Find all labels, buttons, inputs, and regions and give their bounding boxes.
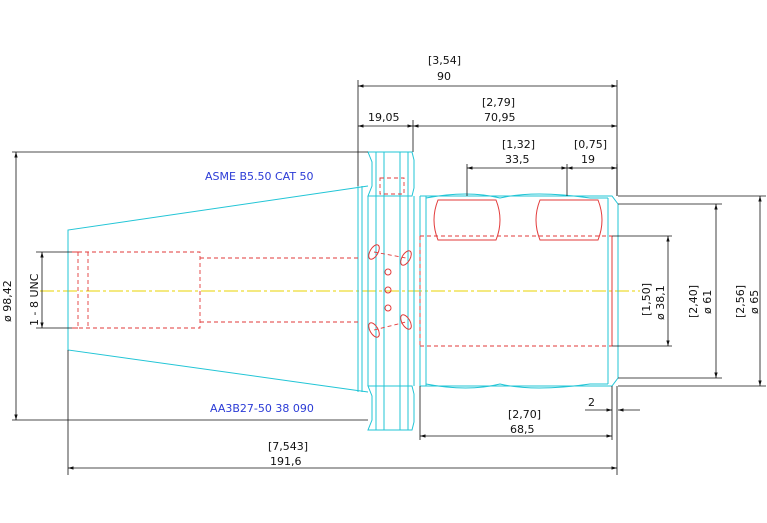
gauge-len-in: [3,54] (428, 54, 461, 67)
groove-w-mm: 19 (581, 153, 595, 166)
bore-len-in: [2,70] (508, 408, 541, 421)
body-dia-mm: ø 61 (701, 290, 714, 314)
taper-cone (67, 185, 369, 393)
flange-dia: ø 98,42 (1, 280, 14, 322)
holder-body (420, 193, 619, 389)
groove-w-in: [0,75] (574, 138, 607, 151)
body-len-mm: 70,95 (484, 111, 516, 124)
overall-len-mm: 191,6 (270, 455, 302, 468)
nose-dia-in: [2,56] (734, 285, 747, 318)
extension-lines (12, 80, 766, 475)
bore-len-mm: 68,5 (510, 423, 535, 436)
nose-dia-mm: ø 65 (748, 290, 761, 314)
body-dia-in: [2,40] (687, 285, 700, 318)
coolant-holes (368, 244, 412, 338)
groove-pos-mm: 33,5 (505, 153, 530, 166)
groove-pos-in: [1,32] (502, 138, 535, 151)
dimension-lines (14, 84, 762, 470)
chamfer-mm: 2 (588, 396, 595, 409)
overall-len-in: [7,543] (268, 440, 308, 453)
spec-label: ASME B5.50 CAT 50 (205, 170, 314, 183)
bore-dia-mm: ø 38,1 (654, 285, 667, 320)
part-number-label: AA3B27-50 38 090 (210, 402, 314, 415)
bore-dia-in: [1,50] (640, 283, 653, 316)
gauge-len-mm: 90 (437, 70, 451, 83)
dimension-texts: [3,54] 90 19,05 [2,79] 70,95 [1,32] 33,5… (268, 54, 607, 468)
main-bore (419, 235, 613, 347)
flange-w-mm: 19,05 (368, 111, 400, 124)
drawbar-thread-bore (72, 251, 360, 329)
thread-label: 1 - 8 UNC (28, 273, 41, 326)
vertical-dimension-texts: ø 98,42 1 - 8 UNC [1,50] ø 38,1 [2,40] ø… (1, 273, 761, 326)
body-len-in: [2,79] (482, 96, 515, 109)
weldon-grooves (433, 199, 603, 241)
v-flange (367, 151, 421, 431)
